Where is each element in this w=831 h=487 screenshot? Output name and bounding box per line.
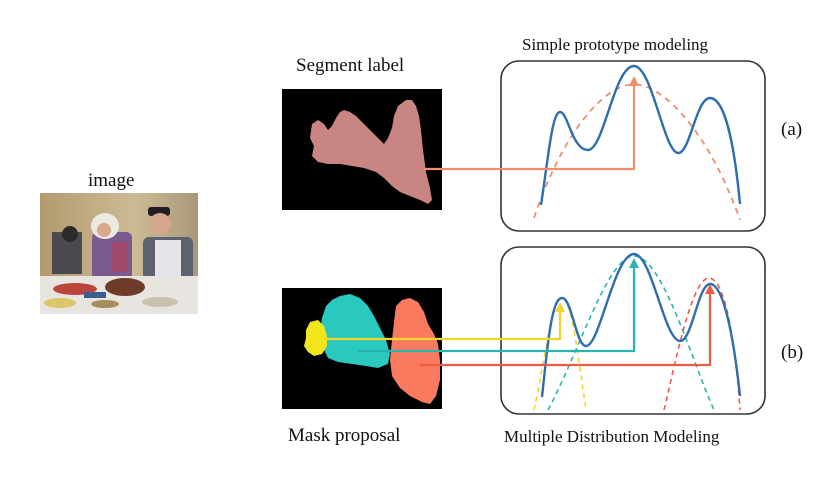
feature-distribution-curve — [539, 64, 742, 206]
segment-region — [310, 100, 432, 204]
mask-yellow-arrow — [325, 302, 565, 341]
image-caption: image — [88, 170, 135, 191]
prototype-distribution-curve — [533, 83, 741, 221]
segment-label-caption: Segment label — [296, 55, 405, 76]
mask-proposal-image — [282, 288, 442, 409]
panel-a-label: (a) — [781, 119, 803, 140]
mask-region-cyan — [320, 294, 390, 368]
mask-teal-arrow — [358, 258, 639, 353]
panel-b-label: (b) — [781, 342, 804, 363]
multiple-modeling-caption: Multiple Distribution Modeling — [504, 427, 720, 446]
photo-of-people-at-dinner-table — [40, 193, 198, 314]
mask-red-arrow — [420, 284, 715, 367]
component-curve-yellow — [533, 297, 587, 411]
mask-proposal-caption: Mask proposal — [288, 425, 401, 446]
feature-distribution-curve-b — [540, 252, 742, 398]
mask-region-yellow — [304, 320, 327, 356]
segment-label-image — [282, 89, 442, 210]
component-curve-teal — [547, 255, 715, 411]
segment-to-prototype-arrow — [424, 76, 639, 171]
simple-modeling-caption: Simple prototype modeling — [522, 35, 709, 54]
